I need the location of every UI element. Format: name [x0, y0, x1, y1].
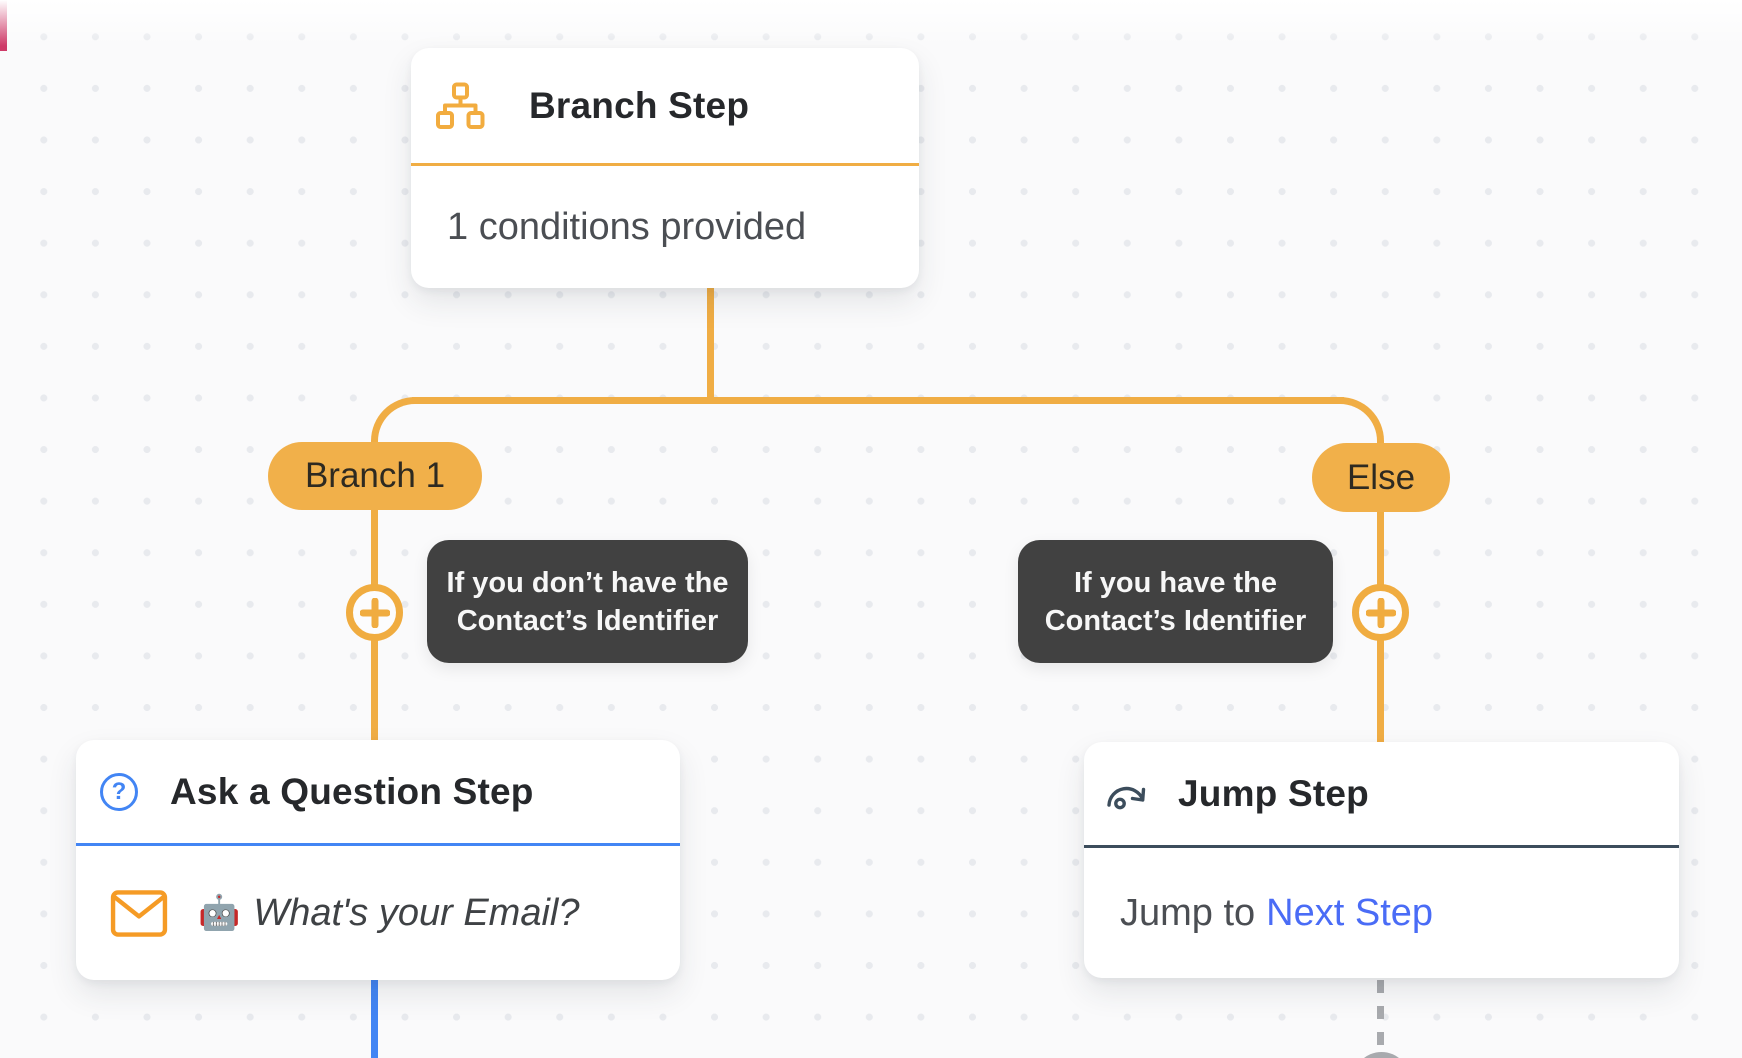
- connector-corner-left: [371, 397, 417, 443]
- ask-question-body: 🤖 What's your Email?: [76, 846, 680, 980]
- question-message-text: What's your Email?: [253, 891, 580, 934]
- jump-step-dashed-connector-line: [1377, 980, 1384, 1054]
- branch-step-body: 1 conditions provided: [411, 166, 919, 288]
- envelope-icon: [110, 889, 168, 937]
- add-step-button-else[interactable]: [1352, 584, 1409, 641]
- end-node[interactable]: [1353, 1052, 1410, 1058]
- plus-icon: [1365, 597, 1396, 628]
- branch-horizontal-connector: [412, 397, 1344, 404]
- plus-icon: [359, 597, 390, 628]
- branch-step-card[interactable]: Branch Step 1 conditions provided: [411, 48, 919, 288]
- sitemap-icon: [436, 82, 485, 129]
- tooltip-line: If you have the: [1073, 566, 1278, 599]
- ask-step-out-connector-line: [371, 980, 378, 1058]
- ask-question-title: Ask a Question Step: [170, 770, 534, 812]
- incoming-connector-line: [0, 0, 7, 51]
- tooltip-line: If you don’t have the: [446, 566, 729, 599]
- else-pill[interactable]: Else: [1312, 443, 1450, 512]
- branch-conditions-text: 1 conditions provided: [447, 205, 807, 248]
- branch-step-header: Branch Step: [411, 48, 919, 163]
- jump-step-title: Jump Step: [1178, 772, 1369, 814]
- robot-emoji: 🤖: [198, 894, 241, 932]
- ask-question-step-card[interactable]: ? Ask a Question Step 🤖 What's your Emai…: [76, 740, 680, 980]
- add-step-button-branch1[interactable]: [346, 584, 403, 641]
- jump-arrow-icon: [1107, 786, 1146, 809]
- question-glyph: ?: [111, 777, 127, 805]
- branch-step-divider: [411, 163, 919, 166]
- branch-1-pill-label: Branch 1: [304, 456, 446, 495]
- jump-target-link[interactable]: Next Step: [1266, 891, 1434, 934]
- top-fade: [0, 0, 1742, 46]
- branch-1-pill[interactable]: Branch 1: [268, 442, 482, 510]
- jump-step-card[interactable]: Jump Step Jump to Next Step: [1084, 742, 1679, 978]
- tooltip-line: Contact’s Identifier: [456, 604, 719, 637]
- question-circle-icon: ?: [100, 772, 138, 811]
- jump-step-header: Jump Step: [1084, 742, 1679, 845]
- else-condition-tooltip: If you have the Contact’s Identifier: [1018, 540, 1333, 663]
- jump-to-text: Jump to: [1120, 891, 1256, 934]
- branch-out-connector-line: [707, 284, 714, 403]
- branch-1-condition-tooltip: If you don’t have the Contact’s Identifi…: [427, 540, 748, 663]
- ask-question-header: ? Ask a Question Step: [76, 740, 680, 843]
- ask-question-divider: [76, 843, 680, 846]
- else-pill-label: Else: [1346, 457, 1416, 497]
- tooltip-line: Contact’s Identifier: [1044, 604, 1307, 637]
- jump-step-body: Jump to Next Step: [1084, 848, 1679, 978]
- jump-step-divider: [1084, 845, 1679, 848]
- branch-step-title: Branch Step: [529, 84, 750, 126]
- connector-corner-right: [1338, 397, 1384, 443]
